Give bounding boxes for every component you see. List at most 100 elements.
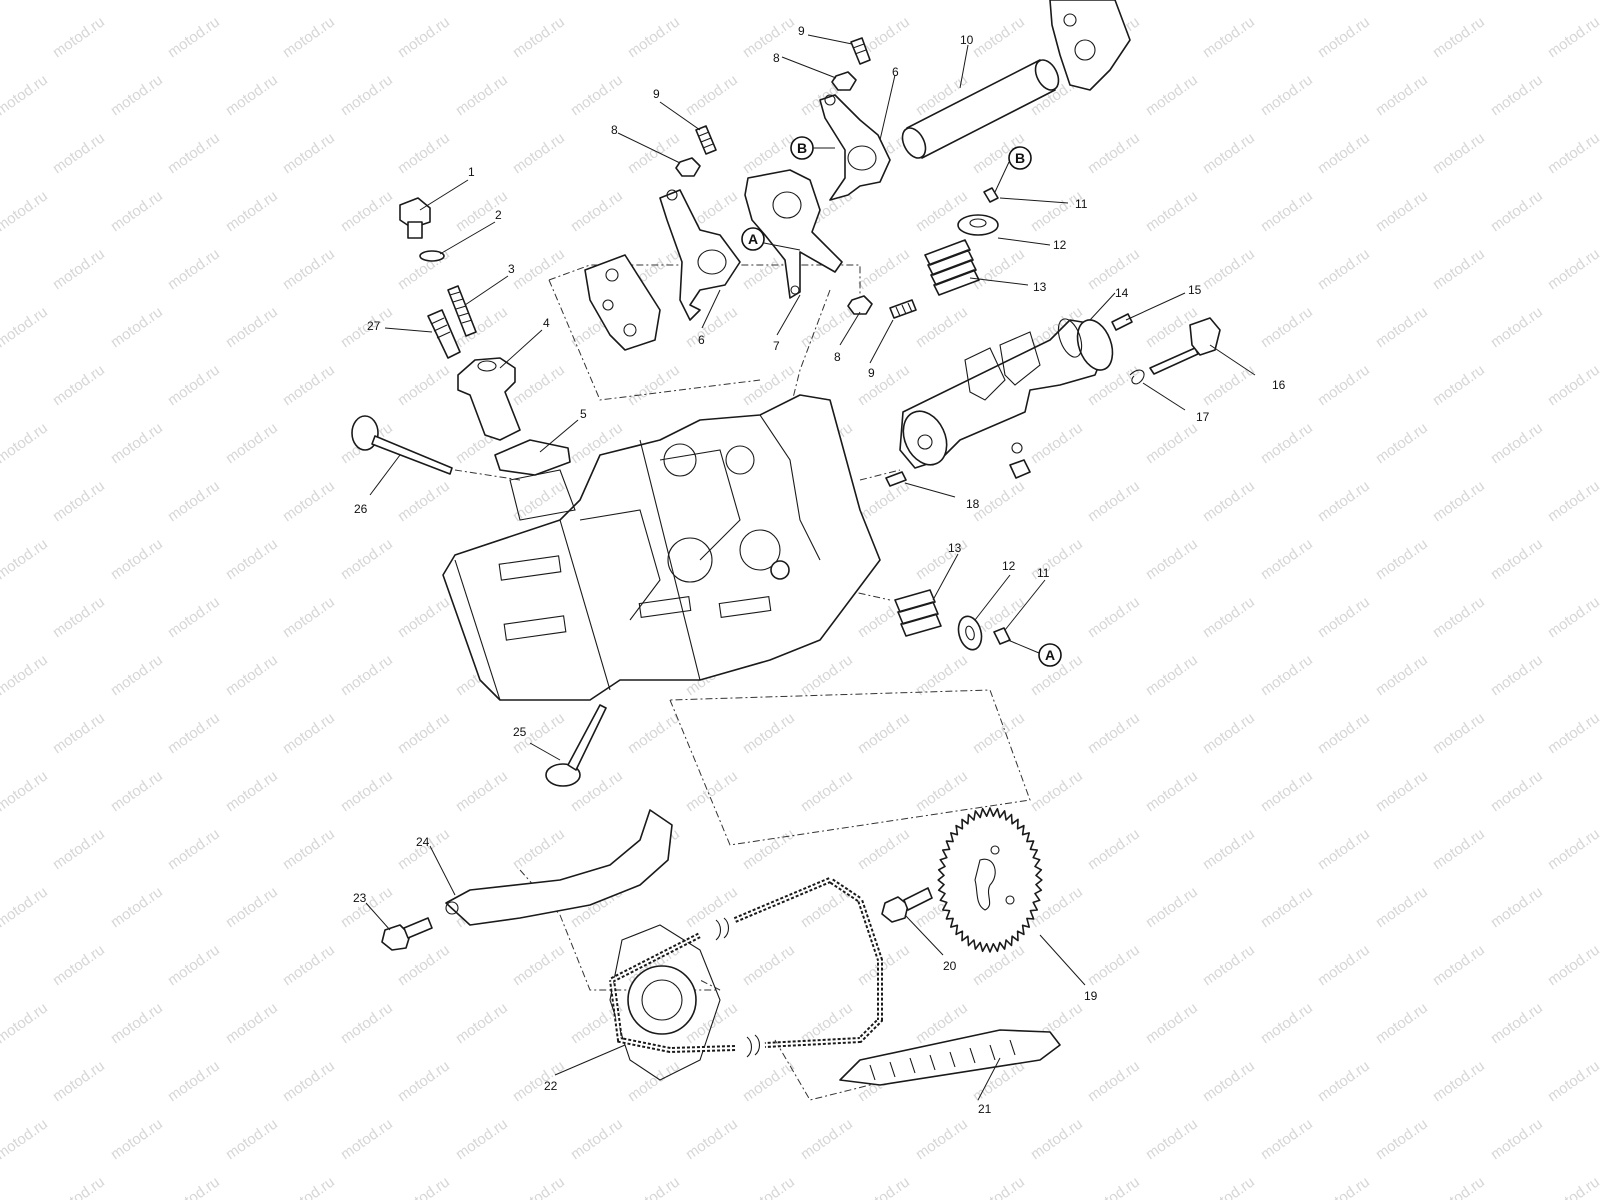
watermark-text: motod.ru xyxy=(395,13,453,61)
watermark-text: motod.ru xyxy=(108,71,166,119)
watermark-text: motod.ru xyxy=(798,303,856,351)
watermark-text: motod.ru xyxy=(50,825,108,873)
callout-23: 23 xyxy=(353,891,367,905)
watermark-text: motod.ru xyxy=(1373,1115,1431,1163)
watermark-text: motod.ru xyxy=(1373,0,1431,3)
watermark-text: motod.ru xyxy=(683,767,741,815)
watermark-text: motod.ru xyxy=(1545,1057,1600,1105)
watermark-text: motod.ru xyxy=(280,13,338,61)
watermark-text: motod.ru xyxy=(395,1173,453,1200)
watermark-text: motod.ru xyxy=(1488,71,1546,119)
watermark-text: motod.ru xyxy=(50,1057,108,1105)
spring-retainer-12b xyxy=(957,615,983,651)
watermark-text: motod.ru xyxy=(1430,361,1488,409)
watermark-text: motod.ru xyxy=(453,1115,511,1163)
watermark-text: motod.ru xyxy=(510,13,568,61)
watermark-text: motod.ru xyxy=(1488,1115,1546,1163)
part-15-dowel-pin xyxy=(1111,313,1133,331)
valve-keeper-11b xyxy=(993,627,1011,645)
watermark-text: motod.ru xyxy=(165,13,223,61)
watermark-text: motod.ru xyxy=(395,593,453,641)
callout-4: 4 xyxy=(543,316,550,330)
callout-16: 16 xyxy=(1272,378,1286,392)
watermark-text: motod.ru xyxy=(1488,883,1546,931)
watermark-text: motod.ru xyxy=(1085,709,1143,757)
callout-3: 3 xyxy=(508,262,515,276)
watermark-text: motod.ru xyxy=(1430,593,1488,641)
watermark-text: motod.ru xyxy=(970,245,1028,293)
watermark-text: motod.ru xyxy=(50,593,108,641)
watermark-text: motod.ru xyxy=(1200,477,1258,525)
watermark-text: motod.ru xyxy=(50,477,108,525)
callout-20: 20 xyxy=(943,959,957,973)
watermark-text: motod.ru xyxy=(1143,0,1201,3)
watermark-text: motod.ru xyxy=(165,1173,223,1200)
watermark-text: motod.ru xyxy=(1028,419,1086,467)
watermark-text: motod.ru xyxy=(1143,767,1201,815)
watermark-text: motod.ru xyxy=(1315,1173,1373,1200)
part-4-tensioner xyxy=(457,357,521,441)
watermark-text: motod.ru xyxy=(223,1115,281,1163)
watermark-text: motod.ru xyxy=(1488,0,1546,3)
watermark-text: motod.ru xyxy=(1315,13,1373,61)
watermark-text: motod.ru xyxy=(453,0,511,3)
watermark-text: motod.ru xyxy=(798,651,856,699)
watermark-text: motod.ru xyxy=(280,709,338,757)
watermark-text: motod.ru xyxy=(338,1115,396,1163)
watermark-text: motod.ru xyxy=(740,941,798,989)
watermark-text: motod.ru xyxy=(165,245,223,293)
part-5-gasket xyxy=(494,439,571,476)
watermark-text: motod.ru xyxy=(280,361,338,409)
callout-19: 19 xyxy=(1084,989,1098,1003)
watermark-text: motod.ru xyxy=(1143,535,1201,583)
watermark-text: motod.ru xyxy=(1373,999,1431,1047)
callout-2: 2 xyxy=(495,208,502,222)
watermark-text: motod.ru xyxy=(1200,361,1258,409)
watermark-text: motod.ru xyxy=(223,999,281,1047)
watermark-text: motod.ru xyxy=(1430,477,1488,525)
watermark-text: motod.ru xyxy=(740,709,798,757)
ref-circle-a-lower: A xyxy=(1038,643,1062,667)
callout-5: 5 xyxy=(580,407,587,421)
watermark-text: motod.ru xyxy=(1373,767,1431,815)
watermark-text: motod.ru xyxy=(1488,767,1546,815)
adjust-screw-9a xyxy=(695,125,717,155)
watermark-text: motod.ru xyxy=(1258,71,1316,119)
watermark-text: motod.ru xyxy=(1430,13,1488,61)
watermark-text: motod.ru xyxy=(740,825,798,873)
watermark-text: motod.ru xyxy=(1373,883,1431,931)
watermark-text: motod.ru xyxy=(510,361,568,409)
watermark-text: motod.ru xyxy=(1085,245,1143,293)
callout-8-lower: 8 xyxy=(834,350,841,364)
watermark-text: motod.ru xyxy=(223,303,281,351)
watermark-text: motod.ru xyxy=(165,129,223,177)
callout-6-top: 6 xyxy=(892,65,899,79)
watermark-text: motod.ru xyxy=(108,303,166,351)
lock-nut-8a xyxy=(675,157,701,177)
watermark-text: motod.ru xyxy=(1373,651,1431,699)
watermark-text: motod.ru xyxy=(1258,999,1316,1047)
watermark-text: motod.ru xyxy=(453,71,511,119)
callout-15: 15 xyxy=(1188,283,1202,297)
watermark-text: motod.ru xyxy=(683,0,741,3)
callout-8-upper-left: 8 xyxy=(611,123,618,137)
watermark-text: motod.ru xyxy=(395,1057,453,1105)
watermark-text: motod.ru xyxy=(510,825,568,873)
watermark-text: motod.ru xyxy=(510,1057,568,1105)
watermark-text: motod.ru xyxy=(1200,709,1258,757)
ref-label-a-upper: A xyxy=(748,231,758,247)
watermark-text: motod.ru xyxy=(510,245,568,293)
watermark-text: motod.ru xyxy=(1430,709,1488,757)
watermark-text: motod.ru xyxy=(1373,71,1431,119)
watermark-text: motod.ru xyxy=(913,767,971,815)
watermark-text: motod.ru xyxy=(395,825,453,873)
leader-lines xyxy=(365,34,1256,1101)
watermark-text: motod.ru xyxy=(1315,361,1373,409)
watermark-text: motod.ru xyxy=(1545,825,1600,873)
watermark-text: motod.ru xyxy=(1143,1115,1201,1163)
callout-9-upper-left: 9 xyxy=(653,87,660,101)
callout-6-lower: 6 xyxy=(698,333,705,347)
watermark-text: motod.ru xyxy=(0,303,51,351)
watermark-text: motod.ru xyxy=(1315,245,1373,293)
